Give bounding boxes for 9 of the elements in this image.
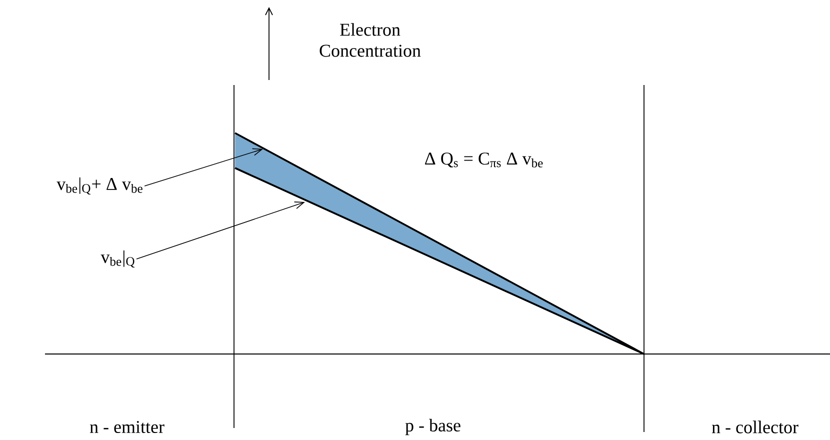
region-label: p - base <box>405 418 460 436</box>
region-label: n - emitter <box>90 420 164 434</box>
axis-label: Electron Concentration <box>320 23 421 57</box>
voltage-label: v$_{be}$|$_{Q}$+ Δ v$_{be}$ <box>56 177 142 195</box>
leader-line <box>144 148 263 186</box>
region-label: n - collector <box>712 420 798 434</box>
voltage-label: v$_{be}$|$_{Q}$ <box>100 250 135 268</box>
leader-line <box>136 202 305 260</box>
formula-label: Δ Q$_{s}$ = C$_{πs}$ Δ v$_{be}$ <box>425 152 543 168</box>
